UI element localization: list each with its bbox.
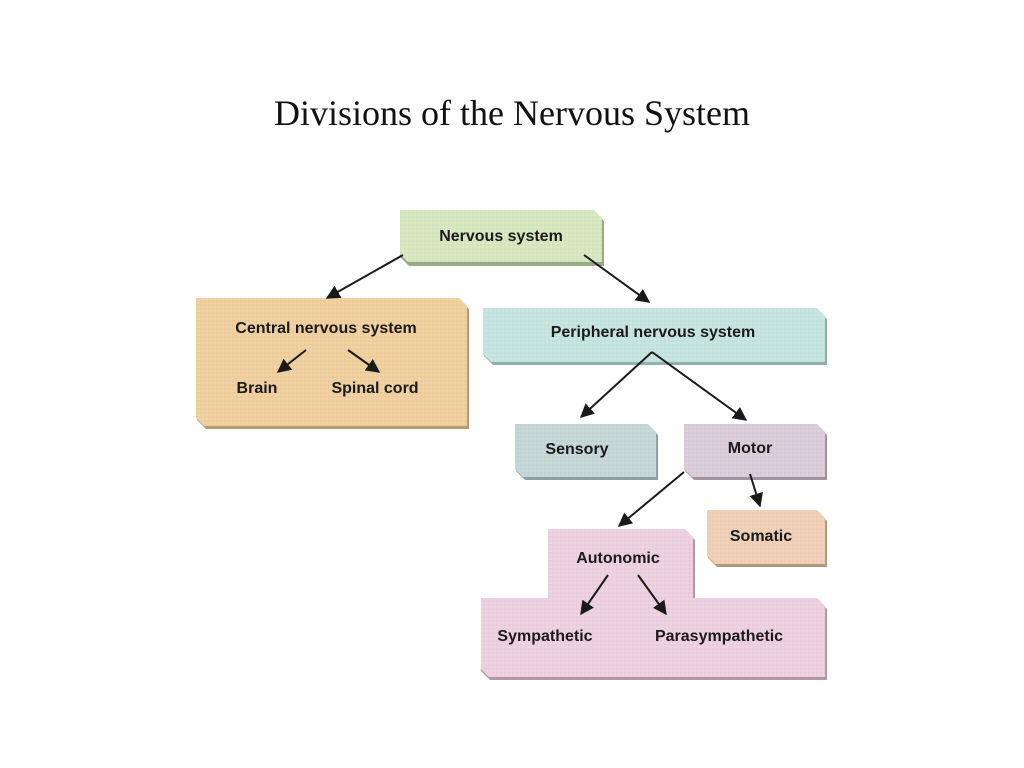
sensory-label: Sensory (545, 441, 608, 458)
somatic-label: Somatic (730, 528, 792, 545)
arrow-cns-to-spinal-cord (347, 349, 381, 373)
cns-label: Central nervous system (235, 320, 416, 337)
slide-title: Divisions of the Nervous System (274, 93, 750, 133)
nervous-system-label: Nervous system (439, 228, 563, 245)
arrow-pns-to-motor (651, 351, 748, 421)
cns-box: Central nervous system Brain Spinal cord (196, 298, 469, 429)
pns-box: Peripheral nervous system (483, 308, 827, 365)
motor-label: Motor (728, 440, 772, 457)
arrow-autonomic-to-parasympathetic (637, 574, 667, 616)
nervous-system-box: Nervous system (400, 210, 604, 266)
arrow-pns-to-sensory (579, 351, 653, 418)
somatic-box: Somatic (707, 510, 827, 567)
spinal-cord-label: Spinal cord (331, 380, 418, 397)
arrow-nervous-to-cns (325, 254, 404, 299)
arrow-cns-to-brain (276, 349, 307, 373)
arrow-autonomic-to-sympathetic (580, 574, 609, 616)
pns-label: Peripheral nervous system (551, 324, 756, 341)
motor-box: Motor (684, 424, 827, 480)
sympathetic-label: Sympathetic (497, 628, 592, 645)
connector-arrows (276, 254, 763, 616)
arrow-motor-to-somatic (749, 473, 763, 508)
arrow-motor-to-autonomic (617, 471, 685, 527)
brain-label: Brain (237, 380, 278, 397)
autonomic-label: Autonomic (576, 550, 660, 567)
parasympathetic-label: Parasympathetic (655, 628, 783, 645)
arrow-nervous-to-pns (583, 254, 651, 303)
sensory-box: Sensory (515, 424, 658, 480)
